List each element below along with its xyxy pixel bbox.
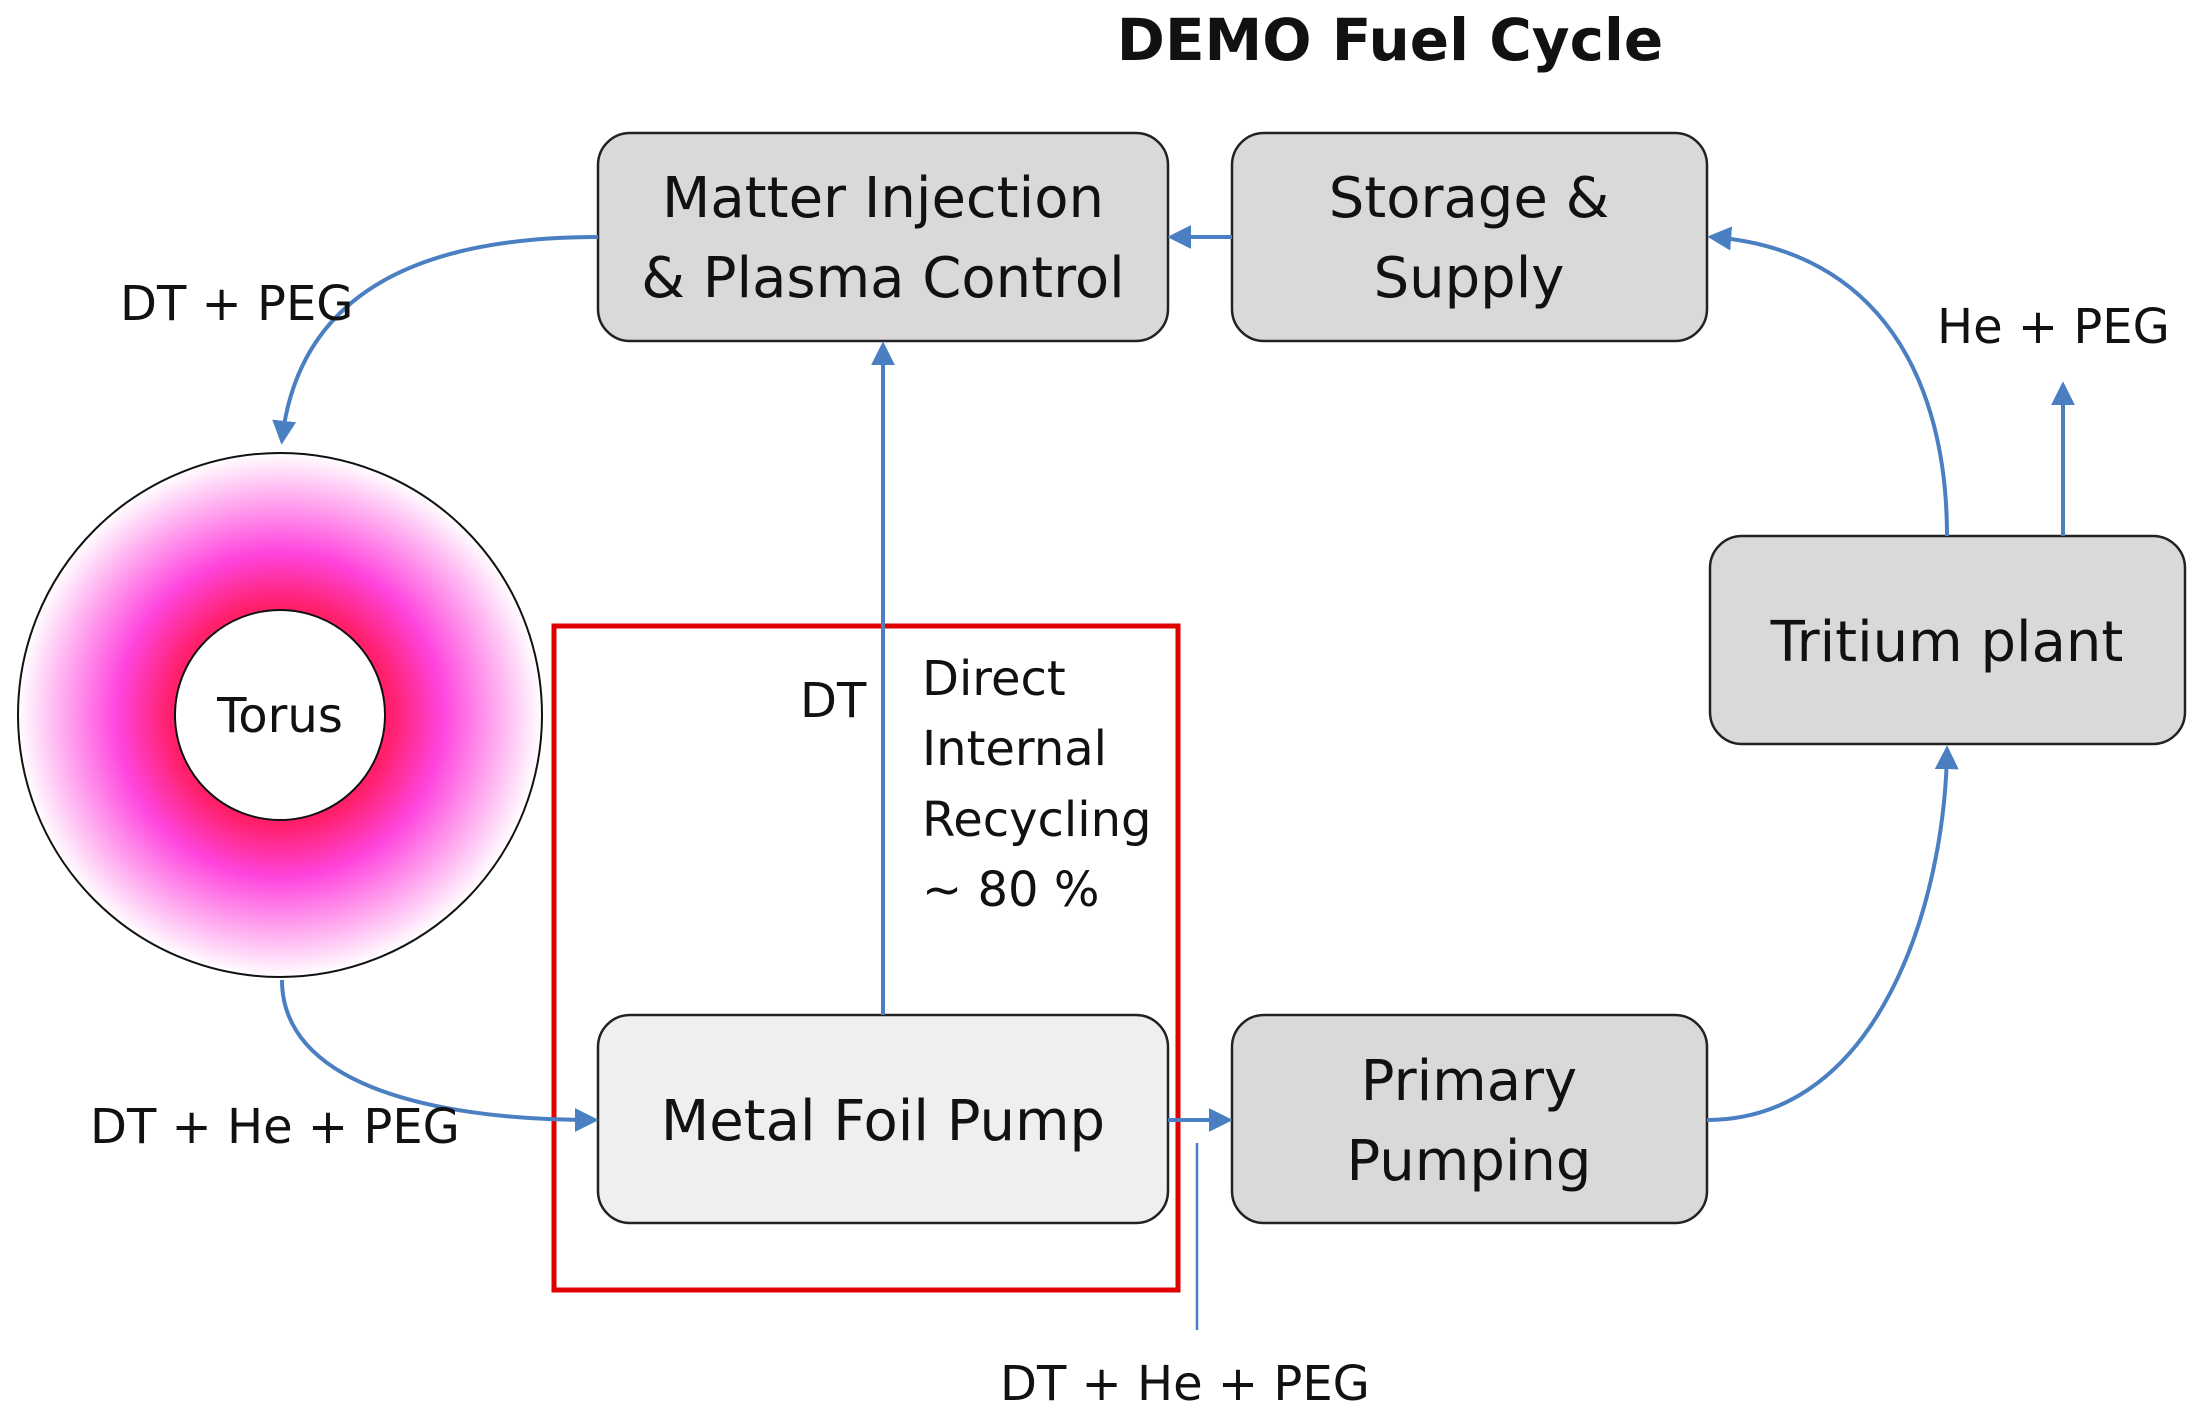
- arrow-torus-to-pump: [280, 979, 599, 1132]
- torus-node: Torus: [17, 452, 543, 978]
- direct-recycling-highlight: [551, 623, 1181, 1293]
- matter-injection-label-line2: & Plasma Control: [641, 246, 1124, 311]
- metal-foil-pump-node: Metal Foil Pump: [596, 1013, 1170, 1225]
- metal-foil-pump-label: Metal Foil Pump: [661, 1089, 1105, 1154]
- arrow-primary-to-tritium: [1706, 745, 1959, 1122]
- arrow-injection-to-torus: [272, 235, 599, 445]
- label-injection-to-torus: DT + PEG: [120, 276, 353, 332]
- direct-recycling-line3: Recycling: [922, 792, 1151, 848]
- tritium-plant-node: Tritium plant: [1708, 534, 2187, 746]
- primary-pumping-label-line1: Primary: [1361, 1049, 1577, 1114]
- arrow-tritium-to-storage: [1707, 226, 1949, 537]
- label-torus-to-pump: DT + He + PEG: [90, 1099, 460, 1155]
- torus-hole: [174, 609, 386, 821]
- storage-supply-label-line1: Storage &: [1329, 166, 1610, 231]
- storage-supply-label-line2: Supply: [1374, 246, 1565, 311]
- primary-pumping-label-line2: Pumping: [1347, 1129, 1592, 1194]
- label-pump-to-injection: DT: [800, 673, 867, 729]
- direct-recycling-note: Direct Internal Recycling ~ 80 %: [922, 651, 1151, 918]
- label-pump-to-primary: DT + He + PEG: [1000, 1356, 1370, 1412]
- diagram-title: DEMO Fuel Cycle: [1117, 6, 1663, 74]
- label-tritium-exhaust: He + PEG: [1937, 299, 2170, 355]
- direct-recycling-line4: ~ 80 %: [922, 862, 1099, 918]
- matter-injection-node: Matter Injection & Plasma Control: [596, 131, 1170, 343]
- direct-recycling-line1: Direct: [922, 651, 1066, 707]
- storage-supply-node: Storage & Supply: [1230, 131, 1709, 343]
- matter-injection-label-line1: Matter Injection: [662, 166, 1104, 231]
- direct-recycling-line2: Internal: [922, 721, 1107, 777]
- primary-pumping-node: Primary Pumping: [1230, 1013, 1709, 1225]
- torus-label: Torus: [216, 688, 343, 744]
- tritium-plant-label: Tritium plant: [1770, 610, 2124, 675]
